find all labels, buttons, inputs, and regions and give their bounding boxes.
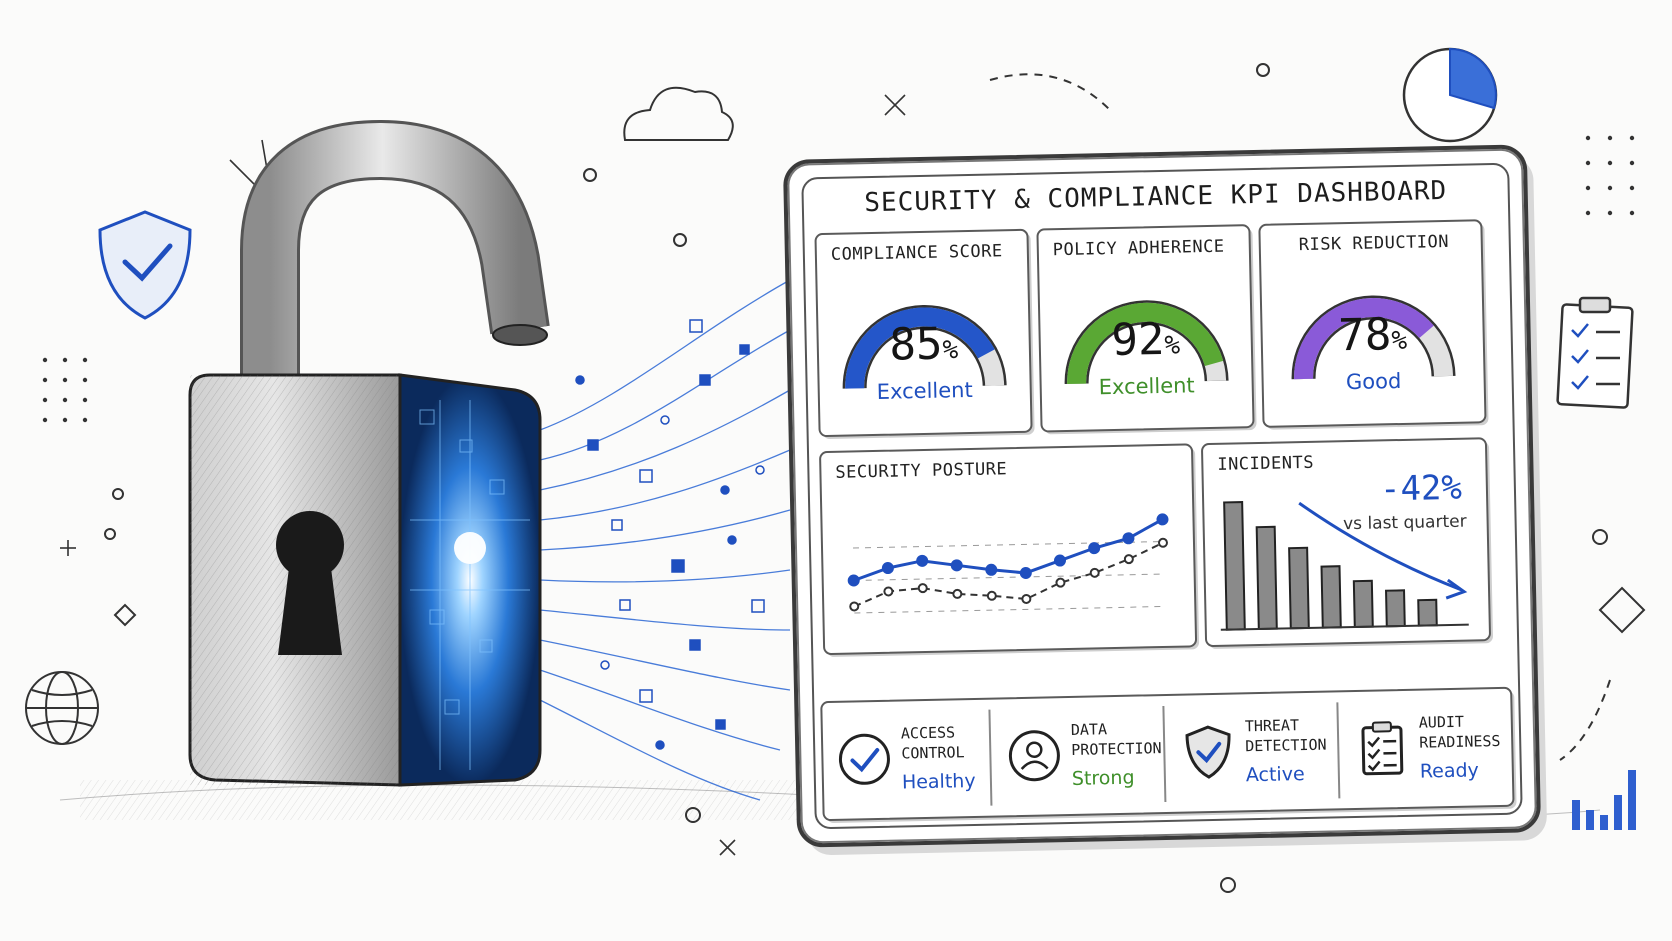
status-value: Healthy	[901, 769, 976, 794]
data-point	[1021, 593, 1032, 604]
clipboard-icon	[1556, 296, 1634, 409]
kpi-status: Excellent	[1098, 373, 1195, 400]
status-threat-detection[interactable]: THREAT DETECTION Active	[1166, 693, 1333, 812]
status-row: ACCESS CONTROL Healthy DATA PROTECTION S…	[820, 686, 1515, 822]
series-line	[853, 518, 1164, 582]
data-point	[1055, 577, 1066, 588]
grid-line	[854, 605, 1165, 614]
pie-chart-icon	[1402, 47, 1498, 143]
status-label: AUDIT READINESS	[1418, 712, 1501, 752]
kpi-status: Good	[1345, 368, 1402, 395]
bar	[1352, 579, 1374, 629]
data-point	[917, 583, 928, 594]
data-point	[1019, 566, 1032, 579]
kpi-card-compliance-score[interactable]: COMPLIANCE SCORE 85% Excellent	[814, 228, 1033, 438]
gauge-value-arc	[1294, 298, 1434, 380]
kpi-dashboard: SECURITY & COMPLIANCE KPI DASHBOARD COMP…	[782, 144, 1542, 848]
status-audit-readiness[interactable]: AUDIT READINESS Ready	[1340, 689, 1502, 808]
gauge-arc	[1291, 295, 1456, 380]
status-label: ACCESS CONTROL	[900, 723, 965, 763]
series-line	[853, 541, 1164, 608]
trend-arrow	[1298, 501, 1462, 592]
kpi-value: 78%	[1337, 309, 1408, 362]
data-point	[986, 590, 997, 601]
data-point	[1156, 513, 1169, 526]
data-point	[952, 588, 963, 599]
status-label: THREAT DETECTION	[1244, 716, 1327, 756]
status-value: Ready	[1419, 759, 1480, 783]
kpi-value: 92%	[1110, 313, 1181, 367]
checkmark-circle-icon	[838, 733, 890, 785]
status-value: Active	[1245, 763, 1305, 787]
shield-check-icon	[1185, 725, 1231, 779]
data-point	[1053, 554, 1066, 567]
bar	[1385, 589, 1406, 628]
shield-check-icon	[98, 210, 192, 320]
incidents-bar-chart	[1220, 501, 1469, 631]
data-point	[1088, 542, 1101, 555]
bar	[1320, 565, 1342, 629]
kpi-card-policy-adherence[interactable]: POLICY ADHERENCE 92% Excellent	[1036, 224, 1255, 433]
data-point	[950, 559, 963, 572]
bar	[1288, 546, 1310, 630]
kpi-card-risk-reduction[interactable]: RISK REDUCTION 78% Good	[1258, 219, 1487, 428]
gauge	[1261, 263, 1485, 438]
incidents-change-label: vs last quarter	[1342, 511, 1467, 535]
data-point	[881, 562, 894, 575]
gauge-arc	[1064, 300, 1229, 384]
data-point	[847, 574, 860, 587]
data-point	[985, 563, 998, 576]
status-value: Strong	[1071, 766, 1135, 790]
status-label: DATA PROTECTION	[1070, 720, 1162, 759]
grid-line	[853, 540, 1163, 549]
clipboard-checklist-icon	[1361, 721, 1404, 776]
bar	[1417, 598, 1438, 627]
data-point	[1089, 567, 1100, 578]
data-point	[1157, 537, 1168, 548]
grid-line	[853, 573, 1164, 581]
bar	[1255, 525, 1278, 631]
trend-arrow-head	[1445, 578, 1468, 600]
user-circle-icon	[1008, 730, 1060, 782]
security-posture-panel[interactable]: SECURITY POSTURE	[818, 443, 1198, 656]
data-point	[849, 601, 860, 612]
gauge-value-arc	[1067, 302, 1224, 384]
mini-bar-chart-icon	[1572, 770, 1636, 830]
data-point	[1122, 532, 1135, 545]
kpi-title: COMPLIANCE SCORE	[830, 241, 1003, 265]
gauge-value-arc	[845, 307, 995, 389]
kpi-title: RISK REDUCTION	[1298, 231, 1450, 256]
incidents-change: -42%	[1379, 467, 1463, 510]
data-point	[883, 586, 894, 597]
gauge	[817, 273, 1031, 447]
status-access-control[interactable]: ACCESS CONTROL Healthy	[822, 700, 984, 819]
status-data-protection[interactable]: DATA PROTECTION Strong	[992, 696, 1162, 815]
gauge	[1039, 268, 1253, 442]
kpi-status: Excellent	[876, 377, 973, 404]
bar	[1223, 501, 1246, 631]
data-point	[1123, 554, 1134, 565]
gauge-arc	[842, 304, 1007, 389]
globe-icon	[25, 671, 99, 745]
incidents-panel[interactable]: INCIDENTS -42% vs last quarter	[1200, 437, 1492, 648]
kpi-title: POLICY ADHERENCE	[1052, 236, 1225, 261]
data-point	[916, 554, 929, 567]
security-posture-line-chart	[847, 513, 1169, 614]
kpi-value: 85%	[888, 318, 959, 371]
x-axis	[1220, 623, 1469, 631]
